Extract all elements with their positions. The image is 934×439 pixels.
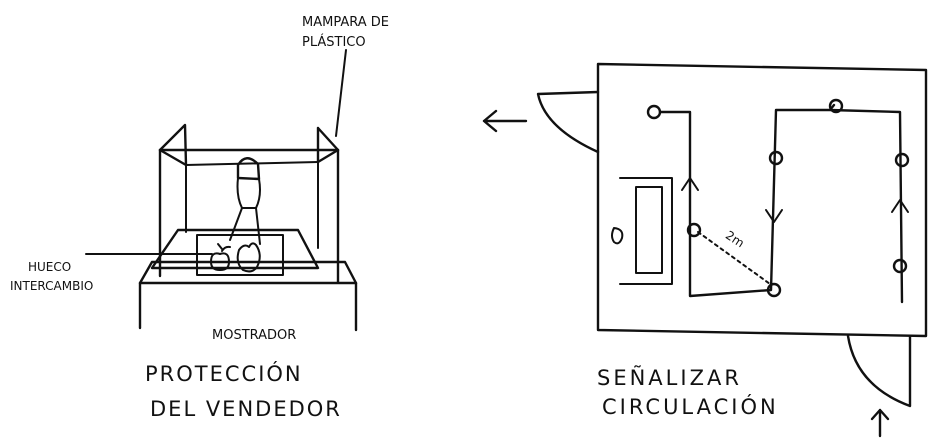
- room-outline: [596, 62, 928, 338]
- distance-line: [697, 231, 771, 285]
- exit-door: [482, 90, 600, 154]
- right-caption-line1: SEÑALIZAR: [597, 364, 742, 390]
- hand-icon: [236, 242, 261, 273]
- screen-label-line1: MAMPARA DE: [302, 15, 389, 30]
- counter: [138, 260, 358, 332]
- apple-icon: [210, 252, 230, 271]
- entrance-arrow-icon: [870, 408, 890, 438]
- circulation-drawing: [482, 62, 928, 438]
- left-caption-line2: DEL VENDEDOR: [150, 397, 342, 421]
- down-arrow-icon: [765, 209, 783, 223]
- up-arrow-icon: [681, 177, 699, 191]
- interior-counter: [611, 177, 673, 285]
- screen-label-line2: PLÁSTICO: [302, 34, 366, 50]
- circulation-path: [646, 98, 910, 304]
- opening-label-line2: INTERCAMBIO: [10, 279, 93, 293]
- entrance-door: [846, 334, 912, 438]
- left-caption-line1: PROTECCIÓN: [145, 361, 303, 386]
- opening-label-line1: HUECO: [28, 260, 71, 274]
- exchange-opening: [85, 228, 320, 276]
- vendor-protection-drawing: [85, 49, 358, 332]
- up-arrow-icon-2: [891, 199, 909, 213]
- distance-label: 2m: [723, 228, 747, 250]
- exit-arrow-icon: [482, 109, 528, 133]
- right-caption-line2: CIRCULACIÓN: [602, 394, 779, 419]
- plastic-screen: [158, 49, 347, 284]
- counter-label: MOSTRADOR: [212, 328, 296, 343]
- screen-leader-line: [335, 49, 347, 137]
- vendor-figure: [229, 157, 261, 245]
